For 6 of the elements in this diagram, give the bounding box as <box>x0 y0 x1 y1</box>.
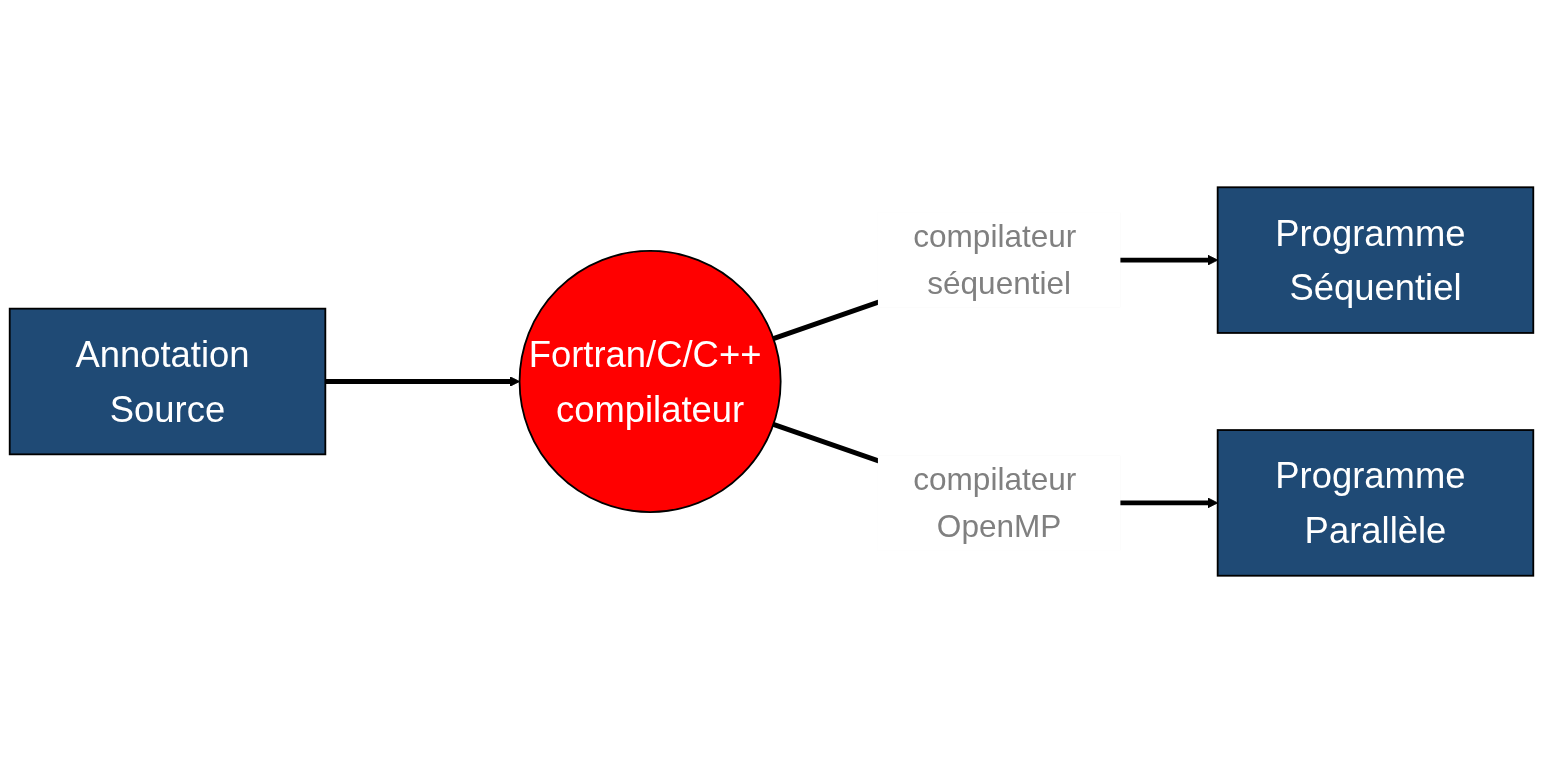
node-box: Programme Parallèle <box>1216 429 1535 577</box>
edge-label: compilateur séquentiel <box>913 217 1077 302</box>
node-box: Programme Séquentiel <box>1216 186 1535 334</box>
node-circle: Fortran/C/C++ compilateur <box>518 250 782 513</box>
edge-label: compilateur OpenMP <box>913 460 1077 545</box>
node-box: Annotation Source <box>8 307 327 456</box>
